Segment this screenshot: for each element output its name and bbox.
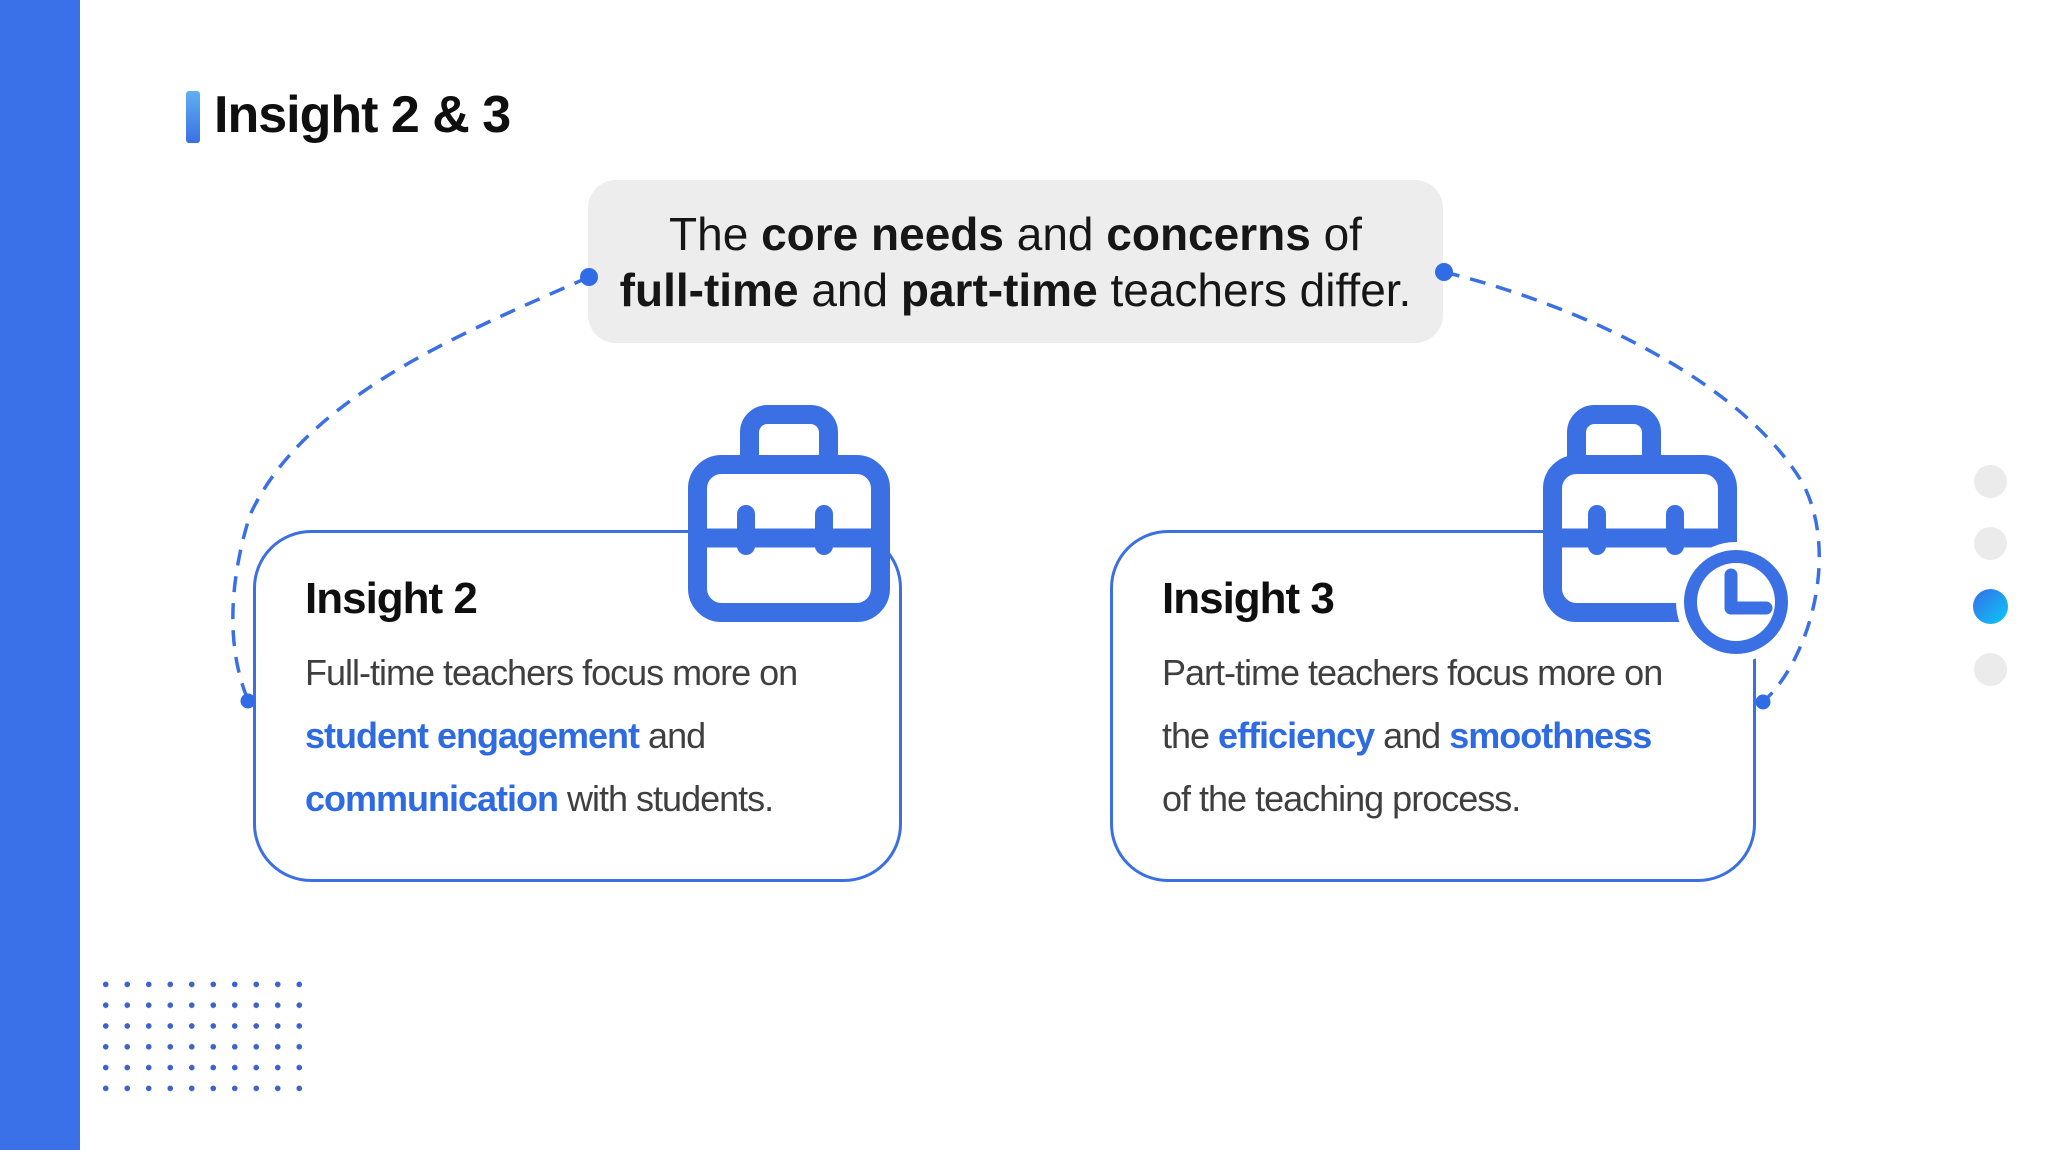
- keyword-text: smoothness: [1449, 715, 1652, 756]
- text-segment: of the teaching process.: [1162, 778, 1521, 819]
- insight-3-card: Insight 3 Part-time teachers focus more …: [1110, 530, 1756, 882]
- keyword-text: student engagement: [305, 715, 640, 756]
- text-segment: of: [1310, 207, 1362, 260]
- text-line: the efficiency and smoothness: [1162, 704, 1753, 767]
- keyword-text: communication: [305, 778, 559, 819]
- text-line: of the teaching process.: [1162, 767, 1753, 830]
- nav-dot[interactable]: [1973, 527, 2007, 560]
- text-segment: teachers differ.: [1097, 263, 1412, 316]
- insight-2-body: Full-time teachers focus more on student …: [305, 641, 899, 830]
- title-accent-bar: [186, 91, 200, 143]
- nav-dot[interactable]: [1973, 465, 2007, 498]
- text-segment: part-time: [900, 263, 1098, 316]
- text-segment: and: [639, 715, 706, 756]
- insight-2-card: Insight 2 Full-time teachers focus more …: [253, 530, 902, 882]
- nav-dot-active[interactable]: [1972, 589, 2008, 624]
- page-title: Insight 2 & 3: [214, 86, 511, 144]
- dot-grid-pattern: [95, 974, 311, 1099]
- text-segment: and: [1374, 715, 1450, 756]
- text-segment: the: [1162, 715, 1219, 756]
- text-line: Full-time teachers focus more on: [305, 641, 899, 704]
- text-line: communication with students.: [305, 767, 899, 830]
- text-segment: core needs: [761, 207, 1004, 260]
- text-segment: concerns: [1106, 207, 1311, 260]
- text-segment: Part-time teachers focus more on: [1162, 652, 1663, 693]
- text-segment: with students.: [558, 778, 774, 819]
- slide-nav-dots: [1972, 465, 2008, 686]
- text-segment: Full-time teachers focus more on: [305, 652, 798, 693]
- text-segment: full-time: [619, 263, 799, 316]
- text-line: The core needs and concerns of: [588, 206, 1443, 262]
- text-segment: and: [1003, 207, 1107, 260]
- text-segment: The: [669, 207, 762, 260]
- left-edge-accent-bar: [0, 0, 80, 1150]
- text-line: student engagement and: [305, 704, 899, 767]
- nav-dot[interactable]: [1973, 653, 2007, 686]
- insight-2-heading: Insight 2: [305, 574, 478, 623]
- insight-3-body: Part-time teachers focus more on the effi…: [1162, 641, 1753, 830]
- title-block: Insight 2 & 3: [186, 86, 511, 144]
- text-segment: and: [798, 263, 901, 316]
- connector-endpoint-dot: [1755, 694, 1771, 710]
- text-line: full-time and part-time teachers differ.: [588, 262, 1443, 318]
- insight-3-heading: Insight 3: [1162, 574, 1335, 623]
- text-line: Part-time teachers focus more on: [1162, 641, 1753, 704]
- keyword-text: efficiency: [1218, 715, 1375, 756]
